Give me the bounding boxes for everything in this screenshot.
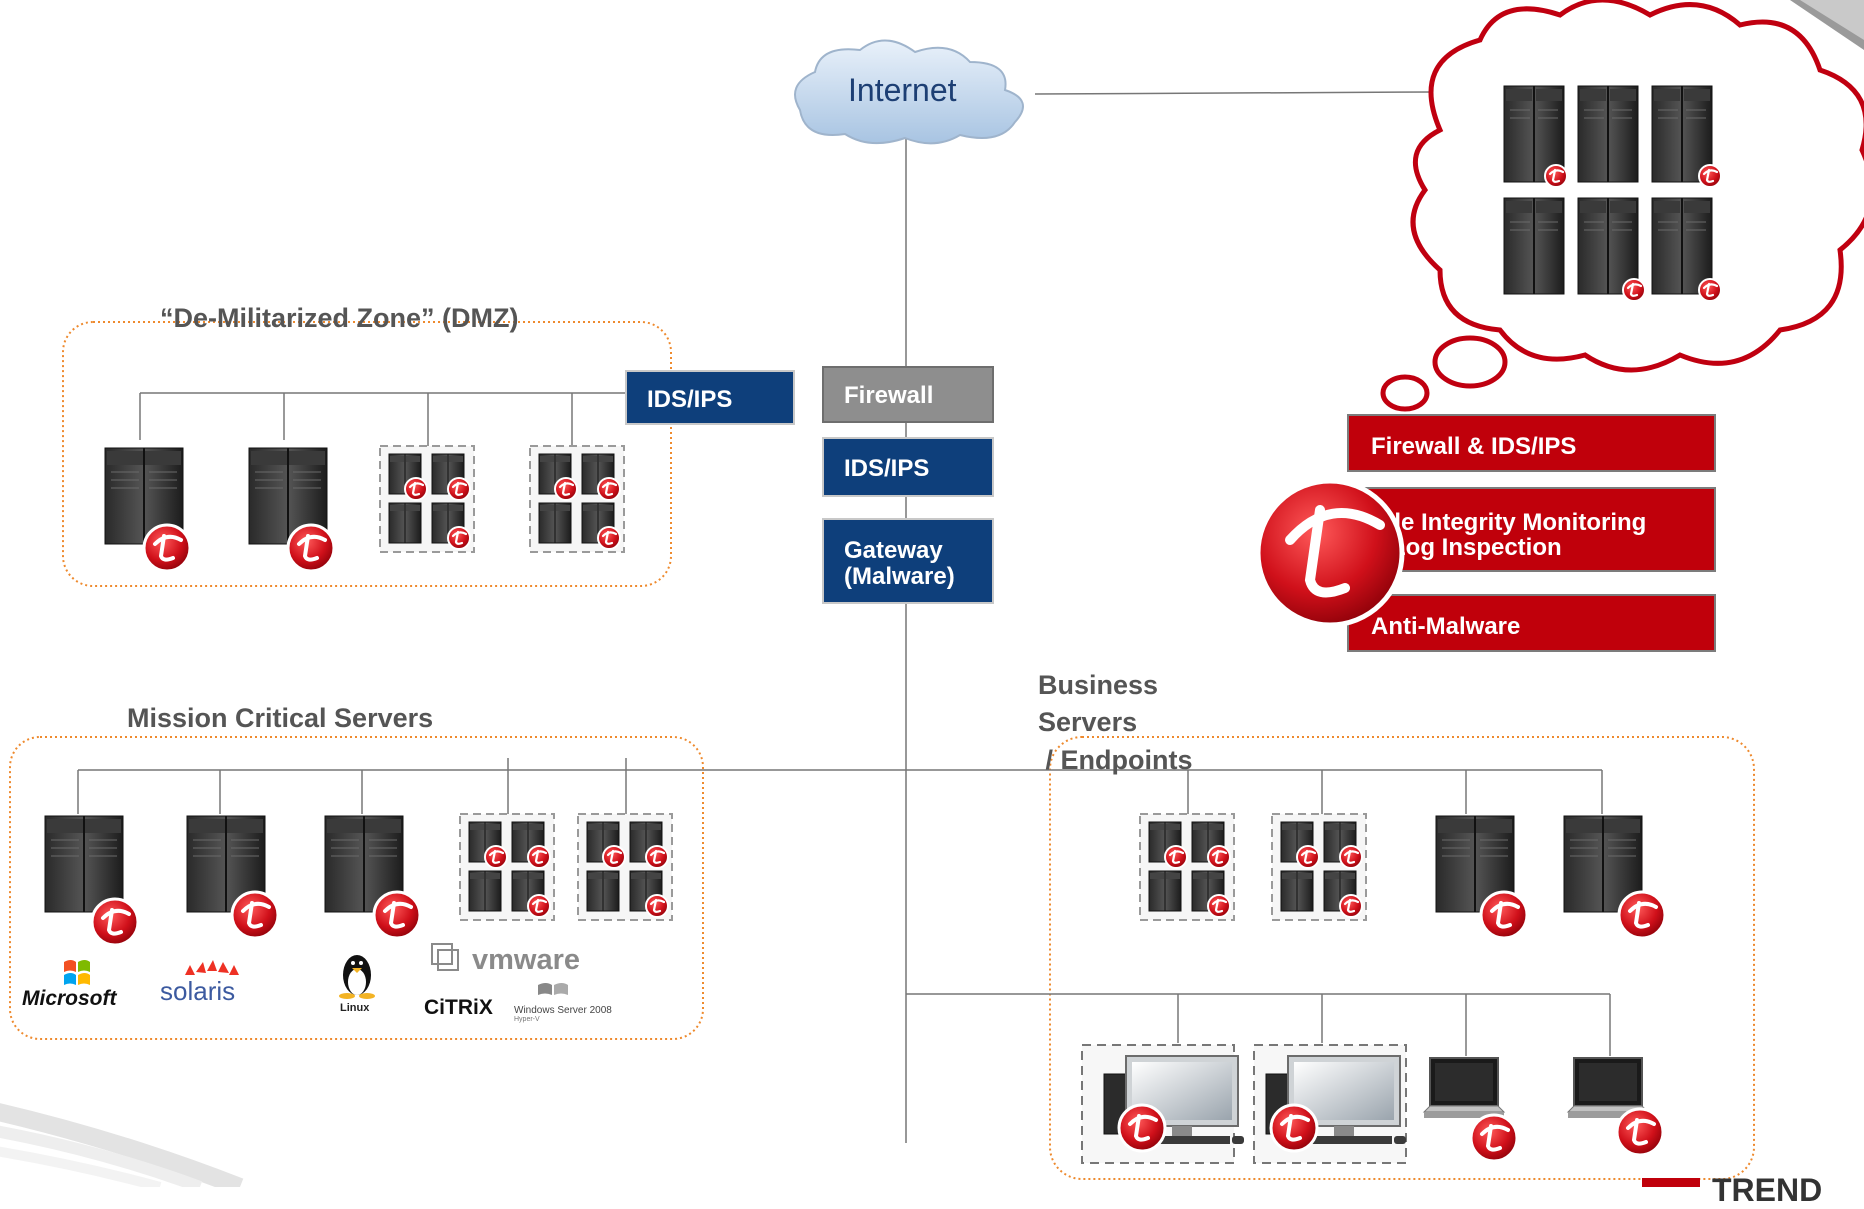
business-zone-border — [1049, 736, 1755, 1180]
dmz-ids-ips-box: IDS/IPS — [625, 370, 795, 425]
trend-micro-agent-icon — [230, 890, 280, 940]
windows-server-flag-icon — [538, 983, 568, 995]
vmware-squares-icon — [431, 943, 459, 971]
firewall-ids-ips-feature: Firewall & IDS/IPS — [1347, 414, 1716, 472]
network-links — [77, 91, 1611, 1143]
business-zone-title-line2: Servers — [1038, 707, 1138, 737]
server-tower-icon — [44, 815, 124, 913]
business-endpoints — [1081, 1044, 1665, 1164]
anti-malware-label: Anti-Malware — [1371, 613, 1521, 640]
trend-logo-mark — [1642, 1178, 1700, 1187]
server-tower-icon — [1651, 197, 1713, 295]
file-integrity-monitoring-label: File Integrity Monitoring — [1373, 509, 1647, 536]
trend-micro-agent-icon — [90, 897, 140, 947]
mission-critical-zone-title: Mission Critical Servers — [127, 703, 464, 734]
virtual-server-cluster-icon — [1272, 814, 1366, 920]
business-zone-title-line1: Business — [1038, 670, 1159, 700]
decorative-swoosh — [0, 1103, 244, 1187]
decorative-page-curl — [1790, 0, 1864, 50]
dmz-zone-border — [62, 321, 672, 587]
dmz-ids-ips-label: IDS/IPS — [647, 386, 733, 413]
hyper-v-logo: Hyper-V — [514, 1016, 540, 1023]
dmz-zone-title: “De-Militarized Zone” (DMZ) — [160, 303, 519, 333]
trend-logo-text: TREND — [1712, 1172, 1823, 1208]
internet-label: Internet — [848, 72, 957, 108]
linux-penguin-icon — [339, 955, 375, 999]
business-servers — [1140, 814, 1667, 940]
microsoft-windows-flag-icon — [64, 960, 90, 985]
anti-malware-feature: Anti-Malware — [1347, 594, 1716, 652]
trend-micro-agent-icon — [1269, 1103, 1319, 1153]
trend-micro-agent-icon — [1543, 163, 1569, 189]
trend-micro-agent-icon — [142, 523, 192, 573]
server-tower-icon — [1577, 85, 1639, 183]
windows-server-logo: Windows Server 2008 — [514, 1005, 612, 1016]
firewall-ids-ips-feature-label: Firewall & IDS/IPS — [1371, 433, 1577, 460]
citrix-logo: CiTRiX — [424, 996, 493, 1019]
solaris-sun-icon — [185, 960, 239, 975]
log-inspection-label: Log Inspection — [1391, 534, 1562, 561]
trend-micro-agent-icon — [1615, 1107, 1665, 1157]
trend-micro-agent-icon — [1697, 277, 1723, 303]
virtual-server-cluster-icon — [380, 446, 474, 552]
laptop-icon — [1423, 1057, 1505, 1119]
trend-micro-logo-overlay — [1255, 478, 1405, 628]
virtual-server-cluster-icon — [578, 814, 672, 920]
trend-micro-agent-icon — [1697, 163, 1723, 189]
firewall-box: Firewall — [822, 366, 994, 423]
ids-ips-box: IDS/IPS — [822, 437, 994, 497]
microsoft-logo: Microsoft — [22, 987, 117, 1010]
server-tower-icon — [1503, 197, 1565, 295]
trend-micro-agent-icon — [1621, 277, 1647, 303]
trend-micro-agent-icon — [1117, 1103, 1167, 1153]
solaris-logo: solaris — [160, 976, 236, 1006]
dmz-servers — [104, 446, 624, 573]
gateway-label: Gateway — [844, 537, 943, 564]
trend-micro-agent-icon — [1479, 890, 1529, 940]
virtual-server-cluster-icon — [1140, 814, 1234, 920]
integrity-log-feature: File Integrity Monitoring Log Inspection — [1347, 487, 1716, 572]
trend-micro-agent-icon — [372, 890, 422, 940]
virtual-server-cluster-icon — [530, 446, 624, 552]
trend-micro-agent-icon — [1617, 890, 1667, 940]
firewall-label: Firewall — [844, 382, 934, 409]
malware-label: (Malware) — [844, 563, 955, 590]
mission-critical-servers — [44, 814, 672, 947]
internet-cloud-icon — [794, 39, 1024, 145]
trend-micro-agent-icon — [1469, 1113, 1519, 1163]
gateway-malware-box: Gateway (Malware) — [822, 518, 994, 604]
virtual-server-cluster-icon — [460, 814, 554, 920]
linux-logo: Linux — [340, 1002, 370, 1014]
trend-micro-agent-icon — [286, 523, 336, 573]
mission-critical-zone-border — [9, 736, 704, 1040]
vmware-logo: vmware — [472, 944, 581, 976]
business-zone-title-line3: / Endpoints — [1038, 745, 1193, 775]
cloud-hosting-thought-bubble — [1380, 0, 1864, 412]
ids-ips-label: IDS/IPS — [844, 455, 930, 482]
